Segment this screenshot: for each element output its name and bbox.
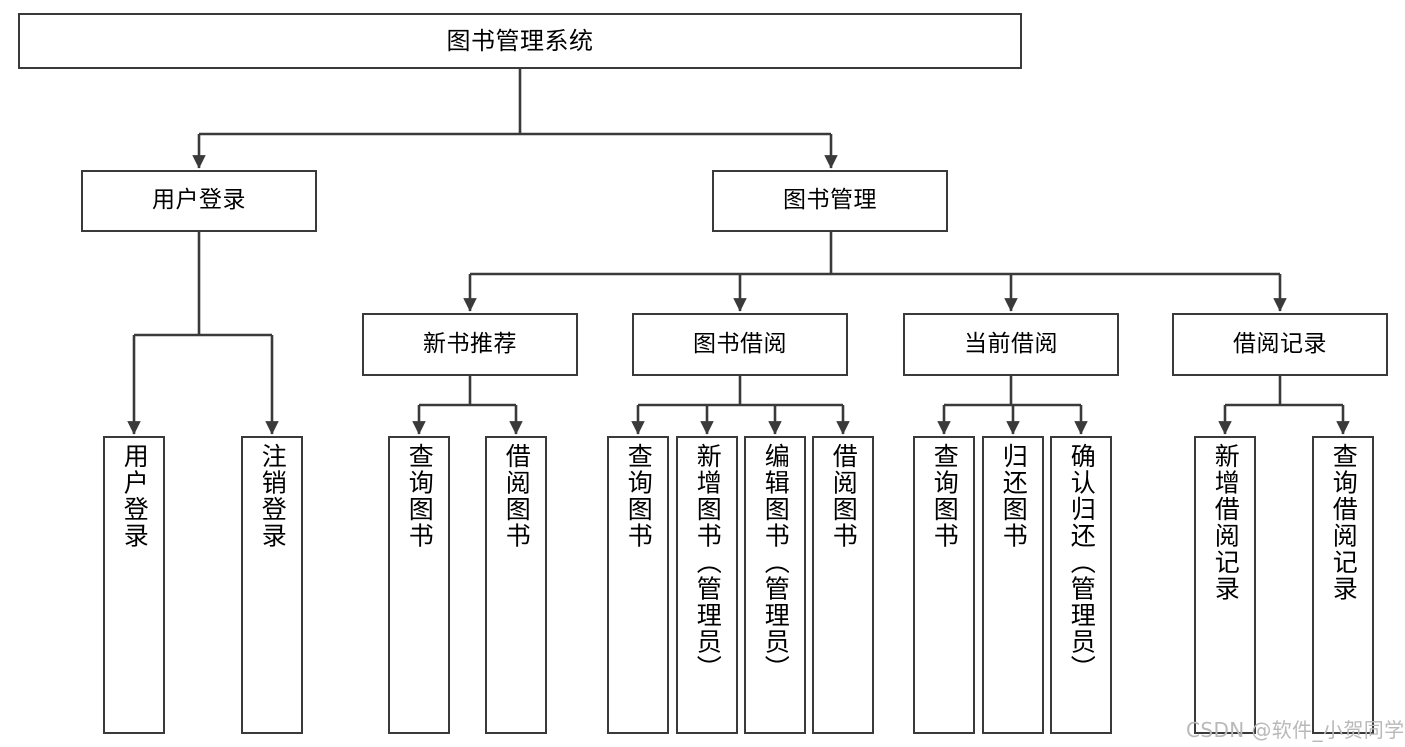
node-leaf-query-borrow-record-label: 查询借阅记录 bbox=[1329, 443, 1359, 602]
node-leaf-borrow-book-2-label: 借阅图书 bbox=[829, 443, 859, 549]
node-book-management-label: 图书管理 bbox=[783, 187, 877, 214]
node-new-book-recommend-label: 新书推荐 bbox=[423, 330, 517, 357]
node-book-management[interactable]: 图书管理 bbox=[712, 170, 948, 232]
node-new-book-recommend[interactable]: 新书推荐 bbox=[362, 313, 578, 376]
node-leaf-borrow-book-1-label: 借阅图书 bbox=[502, 443, 532, 549]
node-user-login[interactable]: 用户登录 bbox=[81, 170, 317, 232]
node-leaf-user-login-label: 用户登录 bbox=[120, 443, 150, 549]
node-leaf-confirm-return-admin[interactable]: 确认归还（管理员） bbox=[1050, 436, 1112, 734]
node-leaf-edit-book-admin-label: 编辑图书（管理员） bbox=[761, 443, 791, 682]
node-leaf-query-book-3-label: 查询图书 bbox=[930, 443, 960, 549]
node-leaf-add-book-admin-label: 新增图书（管理员） bbox=[693, 443, 723, 682]
node-leaf-query-book-3[interactable]: 查询图书 bbox=[913, 436, 975, 734]
node-leaf-borrow-book-2[interactable]: 借阅图书 bbox=[812, 436, 874, 734]
node-leaf-logout-label: 注销登录 bbox=[258, 443, 288, 549]
node-current-borrow-label: 当前借阅 bbox=[964, 330, 1058, 357]
node-leaf-edit-book-admin[interactable]: 编辑图书（管理员） bbox=[744, 436, 806, 734]
node-leaf-logout[interactable]: 注销登录 bbox=[241, 436, 303, 734]
node-leaf-query-borrow-record[interactable]: 查询借阅记录 bbox=[1312, 436, 1374, 734]
node-root-label: 图书管理系统 bbox=[446, 26, 594, 55]
node-borrow-record-label: 借阅记录 bbox=[1233, 330, 1327, 357]
node-leaf-query-book-1-label: 查询图书 bbox=[405, 443, 435, 549]
node-leaf-return-book-label: 归还图书 bbox=[999, 443, 1029, 549]
node-leaf-user-login[interactable]: 用户登录 bbox=[103, 436, 165, 734]
node-leaf-query-book-2[interactable]: 查询图书 bbox=[607, 436, 669, 734]
node-user-login-label: 用户登录 bbox=[152, 187, 246, 214]
node-leaf-borrow-book-1[interactable]: 借阅图书 bbox=[485, 436, 547, 734]
node-root[interactable]: 图书管理系统 bbox=[18, 13, 1022, 69]
node-leaf-query-book-2-label: 查询图书 bbox=[624, 443, 654, 549]
node-book-borrow-label: 图书借阅 bbox=[693, 330, 787, 357]
node-leaf-confirm-return-admin-label: 确认归还（管理员） bbox=[1067, 443, 1097, 682]
node-leaf-return-book[interactable]: 归还图书 bbox=[982, 436, 1044, 734]
node-borrow-record[interactable]: 借阅记录 bbox=[1172, 313, 1388, 376]
node-leaf-add-borrow-record[interactable]: 新增借阅记录 bbox=[1194, 436, 1256, 734]
node-current-borrow[interactable]: 当前借阅 bbox=[903, 313, 1119, 376]
node-leaf-query-book-1[interactable]: 查询图书 bbox=[388, 436, 450, 734]
node-leaf-add-book-admin[interactable]: 新增图书（管理员） bbox=[676, 436, 738, 734]
node-book-borrow[interactable]: 图书借阅 bbox=[632, 313, 848, 376]
node-leaf-add-borrow-record-label: 新增借阅记录 bbox=[1211, 443, 1241, 602]
